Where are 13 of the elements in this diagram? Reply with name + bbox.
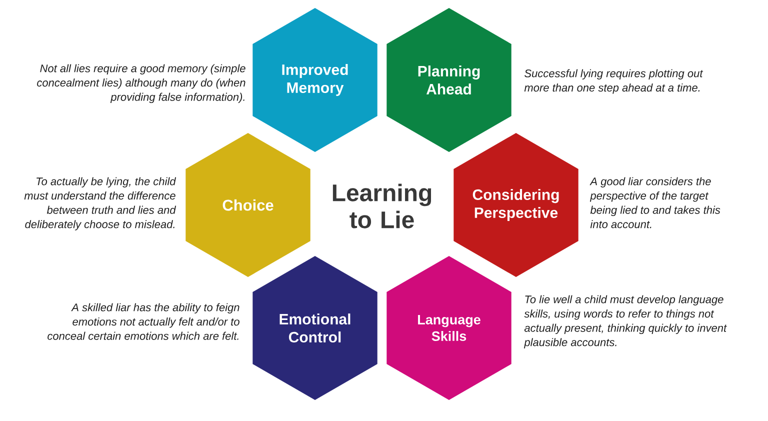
description-text: A good liar considers the perspective of the target being lied to and takes this into account. [590,177,720,228]
hexagon: Considering Perspective [454,133,578,277]
hexagon: Improved Memory [252,8,378,152]
description-text: Successful lying requires plotting out more than one step ahead at a time. [524,69,704,94]
title: Learning to Lie [332,184,432,228]
hexagon: Choice [186,133,310,277]
description-text: Not all lies require a good memory (simple concealment lies) although many do (when providing false information). [37,64,246,104]
hexagon: Language Skills [386,256,512,400]
hexagon: Emotional Control [252,256,378,400]
description-text: To actually be lying, the child must understand the difference between truth and lies and deliberately choose to mislead. [24,177,176,230]
description-text: A skilled liar has the ability to feign emotions not actually felt and/or to conceal certain emotions which are felt. [48,303,240,340]
description-text: To lie well a child must develop language skills, using words to refer to things not actually present, thinking quickly to invent plausible accounts. [524,295,727,348]
hexagon: Planning Ahead [386,8,512,152]
